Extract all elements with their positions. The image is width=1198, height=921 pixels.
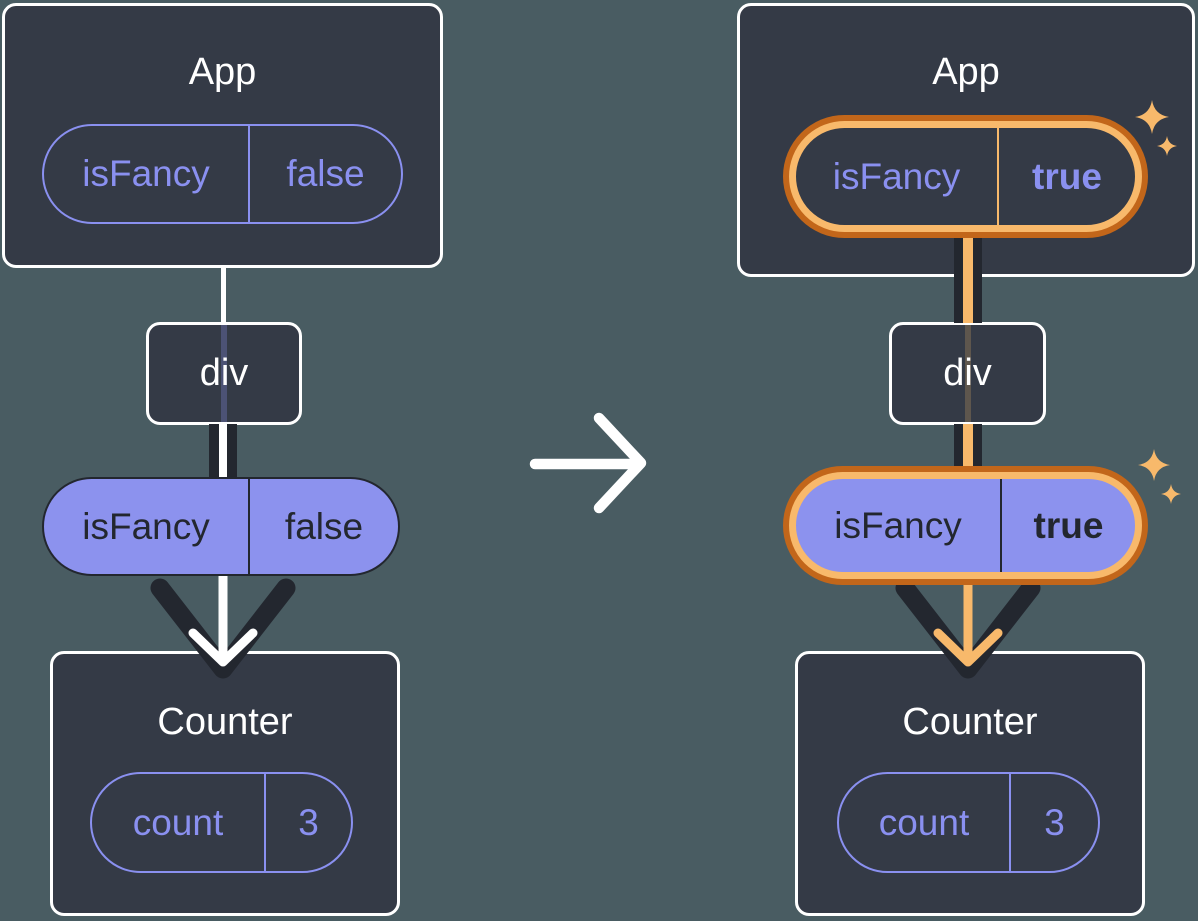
component-title: Counter [902, 701, 1038, 743]
edge-app-to-div-right [954, 236, 982, 323]
prop-pill-app-right: isFancy true [789, 121, 1142, 232]
prop-value: true [1000, 479, 1135, 572]
prop-pill-passed-left: isFancy false [42, 477, 400, 576]
edge-div-to-prop-left [209, 424, 237, 478]
prop-key: isFancy [832, 155, 961, 197]
div-label: div [199, 352, 249, 394]
edge-core-right [963, 424, 973, 470]
prop-value: false [248, 479, 398, 574]
prop-pill-passed-right: isFancy true [789, 472, 1142, 579]
component-title: App [932, 51, 1000, 93]
prop-pill-app-left: isFancy false [42, 124, 403, 224]
transition-arrow-icon [529, 412, 647, 514]
edge-div-to-prop-right [954, 424, 982, 470]
state-pill-counter-left: count 3 [90, 772, 353, 873]
down-arrow-icon-right [895, 578, 1041, 679]
state-pill-counter-right: count 3 [837, 772, 1100, 873]
state-value: 3 [1009, 774, 1098, 871]
sparkle-icon [1138, 449, 1170, 481]
down-arrow-icon-left [150, 570, 296, 679]
edge-app-to-div-left [221, 266, 226, 323]
edge-core-left [219, 424, 227, 478]
sparkle-icon [1135, 100, 1169, 134]
edge-core-right [963, 236, 973, 323]
edge-through-div-left [221, 325, 227, 422]
sparkle-icon [1157, 136, 1177, 156]
prop-key: isFancy [82, 153, 210, 194]
edge-through-div-right [964, 325, 971, 422]
div-node-right: div [889, 322, 1046, 425]
state-key: count [878, 801, 970, 843]
prop-value: true [997, 128, 1135, 225]
div-node-left: div [146, 322, 302, 425]
component-title: App [188, 51, 257, 93]
prop-value: false [248, 126, 401, 222]
sparkle-icon [1161, 484, 1181, 504]
state-key: count [132, 801, 224, 843]
prop-key: isFancy [82, 505, 210, 547]
component-title: Counter [157, 701, 293, 743]
state-value: 3 [264, 774, 351, 871]
div-label: div [943, 352, 992, 394]
prop-key: isFancy [834, 504, 962, 546]
